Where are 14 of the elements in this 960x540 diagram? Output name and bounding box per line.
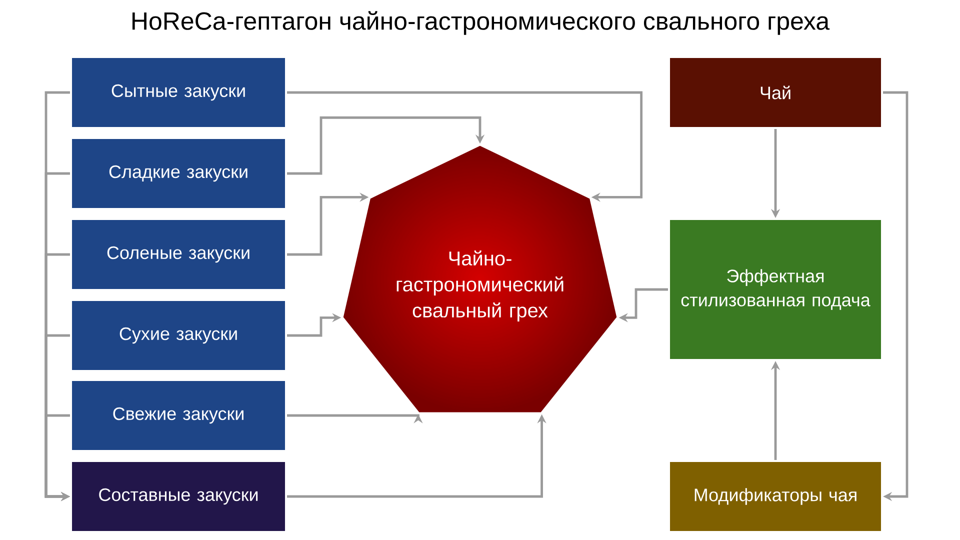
category-box: Соленые закуски	[70, 218, 287, 291]
category-box: Сытные закуски	[70, 56, 287, 129]
category-box: Составные закуски	[70, 460, 287, 533]
arrow	[287, 91, 643, 202]
category-box: Чай	[668, 56, 883, 129]
category-box: Сухие закуски	[70, 299, 287, 372]
category-box: Сладкие закуски	[70, 137, 287, 210]
category-box: Свежие закуски	[70, 379, 287, 452]
category-box: Эффектная стилизованная подача	[668, 218, 883, 361]
heptagon: Чайно-гастрономический свальный грех	[341, 144, 619, 414]
arrow	[883, 91, 908, 502]
title: HoReCa-гептагон чайно-гастрономического свального греха	[132, 11, 830, 35]
category-box: Модификаторы чая	[668, 460, 883, 533]
arrow	[287, 116, 485, 175]
